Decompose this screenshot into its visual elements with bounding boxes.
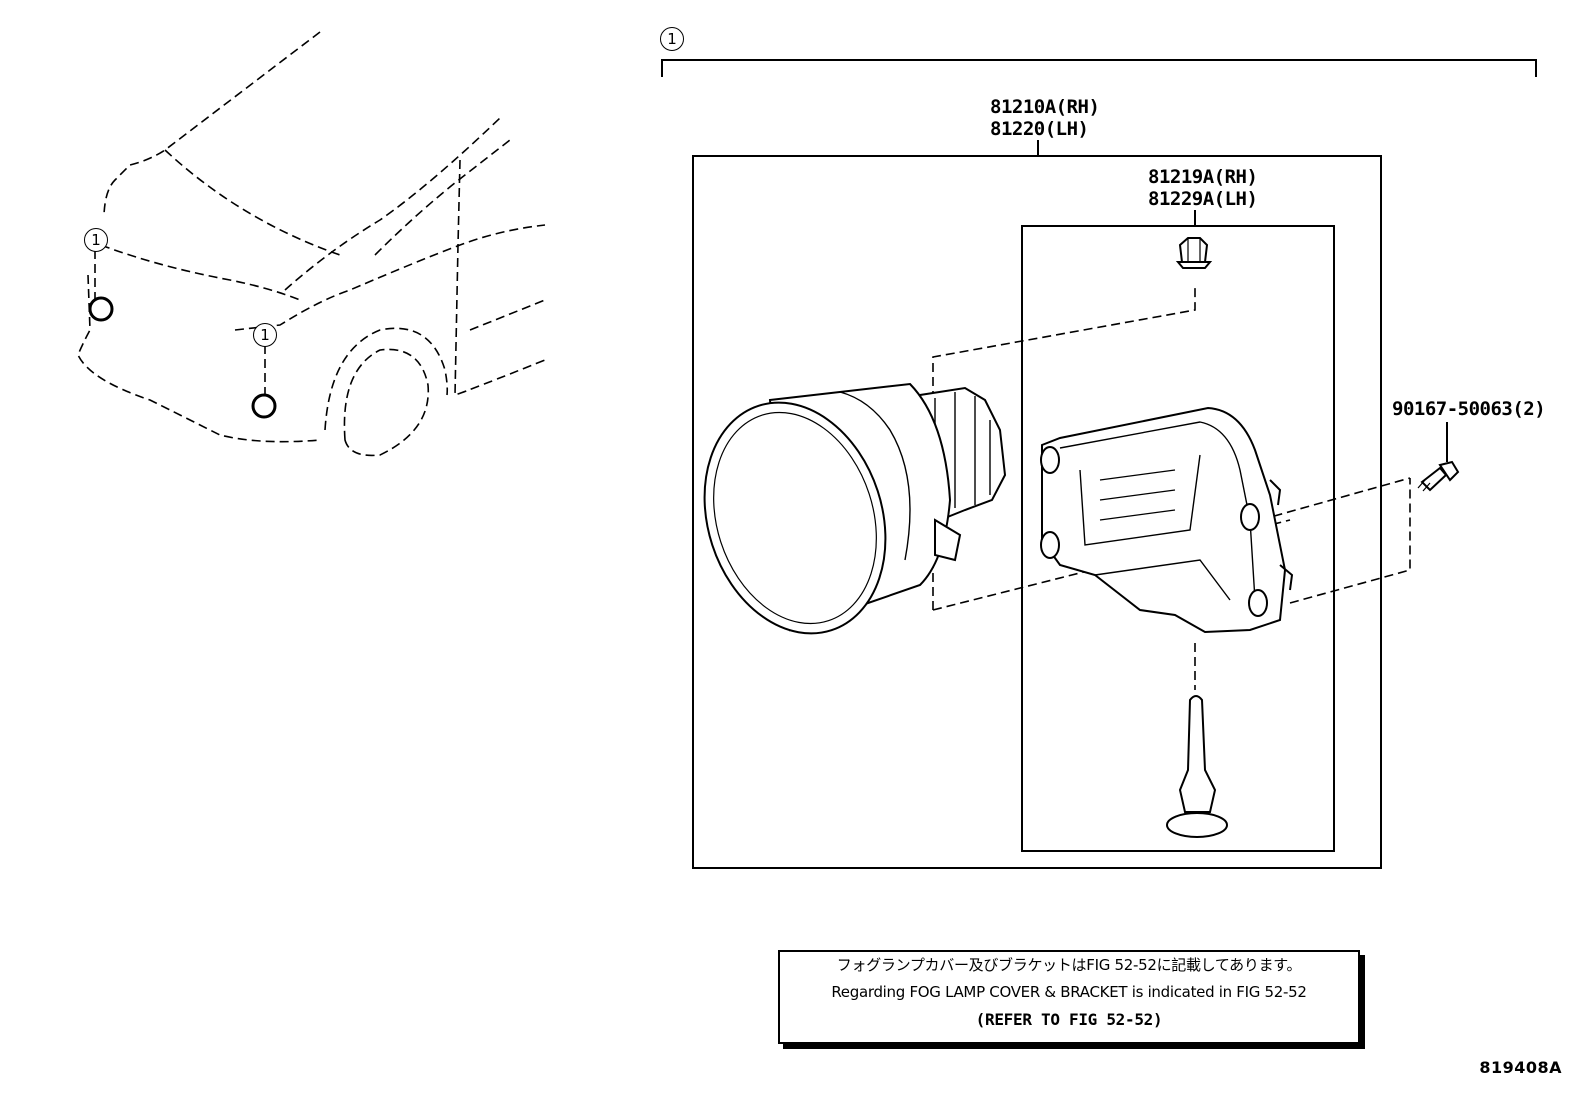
callout-1-icon: 1: [660, 27, 684, 51]
note-japanese: フォグランプカバー及びブラケットはFIG 52-52に記載してあります。: [836, 956, 1302, 974]
figure-code: 819408A: [1479, 1058, 1562, 1077]
part-label-bracket-lh[interactable]: 81229A(LH): [1148, 188, 1258, 210]
fog-lamp-position-icon: [251, 393, 277, 419]
part-label-bracket-rh[interactable]: 81219A(RH): [1148, 166, 1258, 188]
car-front-outline-icon: [77, 31, 546, 457]
fog-lamp-position-icon: [88, 296, 114, 322]
callout-1-icon: 1: [253, 323, 277, 347]
fog-lamp-icon: [703, 382, 1007, 635]
part-label-fog-lamp-rh[interactable]: 81210A(RH): [990, 96, 1100, 118]
bracket-icon: [1040, 406, 1294, 634]
note-english: Regarding FOG LAMP COVER & BRACKET is in…: [831, 983, 1307, 1001]
screw-icon: [1417, 460, 1460, 492]
pin-clip-icon: [1166, 695, 1228, 838]
clip-icon: [1175, 237, 1213, 269]
part-label-screw[interactable]: 90167-50063(2): [1392, 398, 1546, 420]
note-refer[interactable]: (REFER TO FIG 52-52): [975, 1010, 1163, 1029]
part-label-fog-lamp-lh[interactable]: 81220(LH): [990, 118, 1089, 140]
bracket-frame: [1021, 225, 1335, 852]
callout-1-icon: 1: [84, 228, 108, 252]
reference-note: フォグランプカバー及びブラケットはFIG 52-52に記載してあります。 Reg…: [778, 950, 1360, 1044]
